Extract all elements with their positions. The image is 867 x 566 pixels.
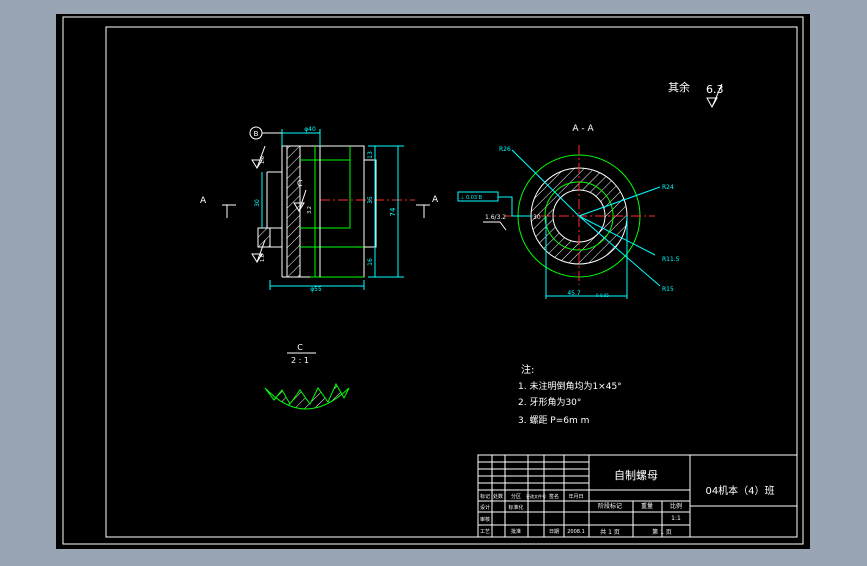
front-leaders xyxy=(511,149,661,299)
notes-line-2: 2. 牙形角为30° xyxy=(518,396,581,408)
drawing-border-outer xyxy=(62,16,804,545)
front-roughness-symbol xyxy=(483,221,507,231)
title-scale-label: 比例 xyxy=(670,502,682,510)
dim-top-width: φ40 xyxy=(304,126,316,133)
title-date-value: 2008.1 xyxy=(567,529,585,535)
dim-left-height: 30 xyxy=(254,199,261,207)
drawing-border-inner xyxy=(105,26,798,538)
side-roughness-mid: 3.2 xyxy=(307,206,313,214)
detail-scale: 2 : 1 xyxy=(291,356,309,365)
datum-b-label: B xyxy=(254,130,259,138)
section-title: A - A xyxy=(572,124,594,134)
front-view: A - A R26 R24 R11.5 R15 45.7 0-0.05 ⊥ 0.… xyxy=(457,124,680,299)
title-approve-label: 批准 xyxy=(511,528,521,535)
title-left-label-3: 审核 xyxy=(480,516,490,523)
roughness-note-value: 6.3 xyxy=(706,83,724,96)
title-date-label: 日期 xyxy=(549,529,559,535)
title-left-label-2: 设计 xyxy=(480,504,490,511)
drawing-sheet xyxy=(56,14,810,549)
side-hatch-wall xyxy=(286,145,301,278)
title-weight-label: 重量 xyxy=(641,502,653,510)
dim-r11: R11.5 xyxy=(662,256,680,263)
title-left-label-1: 标记 xyxy=(480,493,490,500)
title-std-label: 标准化 xyxy=(508,504,523,511)
dim-total-height: 74 xyxy=(389,207,397,216)
notes-line-1: 1. 未注明倒角均为1×45° xyxy=(518,380,622,392)
side-body-outline xyxy=(281,145,365,278)
title-part-name: 自制螺母 xyxy=(614,469,658,482)
dim-width: 45.7 xyxy=(567,290,581,297)
detail-view: C 2 : 1 xyxy=(264,343,350,410)
dim-r24: R24 xyxy=(662,184,674,191)
dim-bottom-width: φ55 xyxy=(310,286,322,293)
title-sign-label-1: 处数 xyxy=(493,493,503,500)
title-sign-label-5: 年月日 xyxy=(568,493,583,500)
detail-thread-profile xyxy=(264,382,350,410)
detail-label: C xyxy=(297,343,303,352)
dim-right-top: 13 xyxy=(367,151,374,159)
section-mark-right: A xyxy=(432,195,439,205)
side-small-hatch xyxy=(257,227,271,248)
notes-block: 注: 1. 未注明倒角均为1×45° 2. 牙形角为30° 3. 螺距 P=6m… xyxy=(518,363,622,426)
notes-line-3: 3. 螺距 P=6m m xyxy=(518,415,589,426)
section-arrow-right xyxy=(416,204,430,218)
title-block-frame xyxy=(477,454,798,538)
dim-right-mid: 35 xyxy=(367,196,374,204)
side-hidden-thread xyxy=(300,146,364,278)
title-sheet-total: 共 1 页 xyxy=(600,528,620,536)
notes-heading: 注: xyxy=(521,363,534,376)
side-dim-lines xyxy=(261,129,404,290)
side-roughness-top: 1.6 xyxy=(260,156,266,164)
title-sheet-no: 第 1 页 xyxy=(652,528,672,536)
tolerance-frame-text: ⊥ 0.03 B xyxy=(460,195,483,201)
title-sign-label-4: 签名 xyxy=(549,493,559,500)
dim-r15: R15 xyxy=(662,286,674,293)
side-inner-lines xyxy=(319,146,377,277)
title-sign-label-3: 更改文件号 xyxy=(526,493,546,499)
title-scale: 1:1 xyxy=(671,515,681,522)
title-class-name: 04机本（4）班 xyxy=(705,484,774,497)
title-stage-label: 阶段标记 xyxy=(598,502,622,510)
front-roughness-left: 1.6/3.2 xyxy=(485,214,506,221)
dim-right-bottom: 16 xyxy=(367,258,374,266)
roughness-note-label: 其余 xyxy=(668,80,690,94)
side-roughness-symbols xyxy=(251,145,307,263)
front-mid-dim: 30 xyxy=(533,214,541,221)
title-sign-label-2: 分区 xyxy=(511,493,521,500)
title-left-label-4: 工艺 xyxy=(480,529,490,535)
detail-c-marker: C xyxy=(297,179,303,188)
side-roughness-bottom: 1.6 xyxy=(260,254,266,262)
section-mark-left: A xyxy=(200,196,207,206)
dim-r26: R26 xyxy=(499,146,511,153)
side-view: φ40 φ55 30 13 35 16 74 1.6 3.2 1.6 B C A… xyxy=(200,126,439,293)
roughness-symbol xyxy=(706,83,723,109)
title-block xyxy=(477,454,798,538)
tolerance-leader xyxy=(498,196,532,217)
dim-width-tol: 0-0.05 xyxy=(596,293,609,298)
section-arrow-left xyxy=(222,204,236,218)
